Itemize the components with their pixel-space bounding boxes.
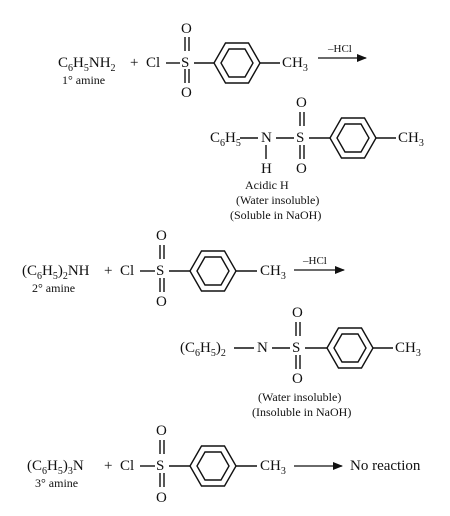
product-note-water-insoluble: (Water insoluble) — [236, 193, 319, 207]
sulfur-atom: S — [292, 340, 300, 356]
sulfur-atom: S — [296, 130, 304, 146]
chlorine-atom: Cl — [120, 458, 134, 474]
plus-sign: + — [104, 458, 112, 474]
reaction-arrow-label: –HCl — [327, 43, 352, 55]
product-note-acidic-h: Acidic H — [245, 178, 289, 192]
benzene-ring — [213, 42, 261, 84]
tertiary-amine-formula: (C6H5)3N — [27, 458, 84, 477]
benzene-ring — [189, 250, 237, 292]
oxygen-atom-top: O — [296, 95, 307, 111]
nitrogen-atom: N — [257, 340, 268, 356]
methyl-group: CH3 — [398, 130, 424, 149]
chlorine-atom: Cl — [120, 263, 134, 279]
acidic-hydrogen-atom: H — [261, 161, 272, 177]
reaction-2: (C6H5)2NH 2° amine + Cl S O O CH3 –HCl (… — [22, 228, 421, 419]
benzene-ring — [329, 117, 377, 159]
oxygen-atom-top: O — [292, 305, 303, 321]
oxygen-atom-bottom: O — [156, 490, 167, 506]
oxygen-atom-bottom: O — [181, 85, 192, 101]
product-note-naoh-insoluble: (Insoluble in NaOH) — [252, 405, 351, 419]
methyl-group: CH3 — [282, 55, 308, 74]
sulfur-atom: S — [181, 55, 189, 71]
phenyl-group: C6H5 — [210, 130, 241, 149]
plus-sign: + — [104, 263, 112, 279]
oxygen-atom-bottom: O — [296, 161, 307, 177]
reaction-3: (C6H5)3N 3° amine + Cl S O O CH3 No reac… — [27, 423, 421, 506]
reaction-1: C6H5NH2 1° amine + Cl S O O CH3 –HCl C6H… — [58, 21, 424, 222]
plus-sign: + — [130, 55, 138, 71]
oxygen-atom-top: O — [156, 423, 167, 439]
methyl-group: CH3 — [260, 458, 286, 477]
tertiary-amine-label: 3° amine — [35, 476, 78, 490]
diphenyl-group: (C6H5)2 — [180, 340, 226, 359]
sulfur-atom: S — [156, 458, 164, 474]
nitrogen-atom: N — [261, 130, 272, 146]
secondary-amine-label: 2° amine — [32, 281, 75, 295]
chlorine-atom: Cl — [146, 55, 160, 71]
benzene-ring — [326, 327, 374, 369]
oxygen-atom-bottom: O — [292, 371, 303, 387]
product-note-water-insoluble: (Water insoluble) — [258, 390, 341, 404]
oxygen-atom-top: O — [156, 228, 167, 244]
methyl-group: CH3 — [395, 340, 421, 359]
oxygen-atom-top: O — [181, 21, 192, 37]
sulfur-atom: S — [156, 263, 164, 279]
methyl-group: CH3 — [260, 263, 286, 282]
reaction-arrow-label: –HCl — [302, 255, 327, 267]
no-reaction-text: No reaction — [350, 458, 421, 474]
primary-amine-formula: C6H5NH2 — [58, 55, 116, 74]
primary-amine-label: 1° amine — [62, 73, 105, 87]
oxygen-atom-bottom: O — [156, 294, 167, 310]
product-note-naoh-soluble: (Soluble in NaOH) — [230, 208, 321, 222]
secondary-amine-formula: (C6H5)2NH — [22, 263, 90, 282]
benzene-ring — [189, 445, 237, 487]
